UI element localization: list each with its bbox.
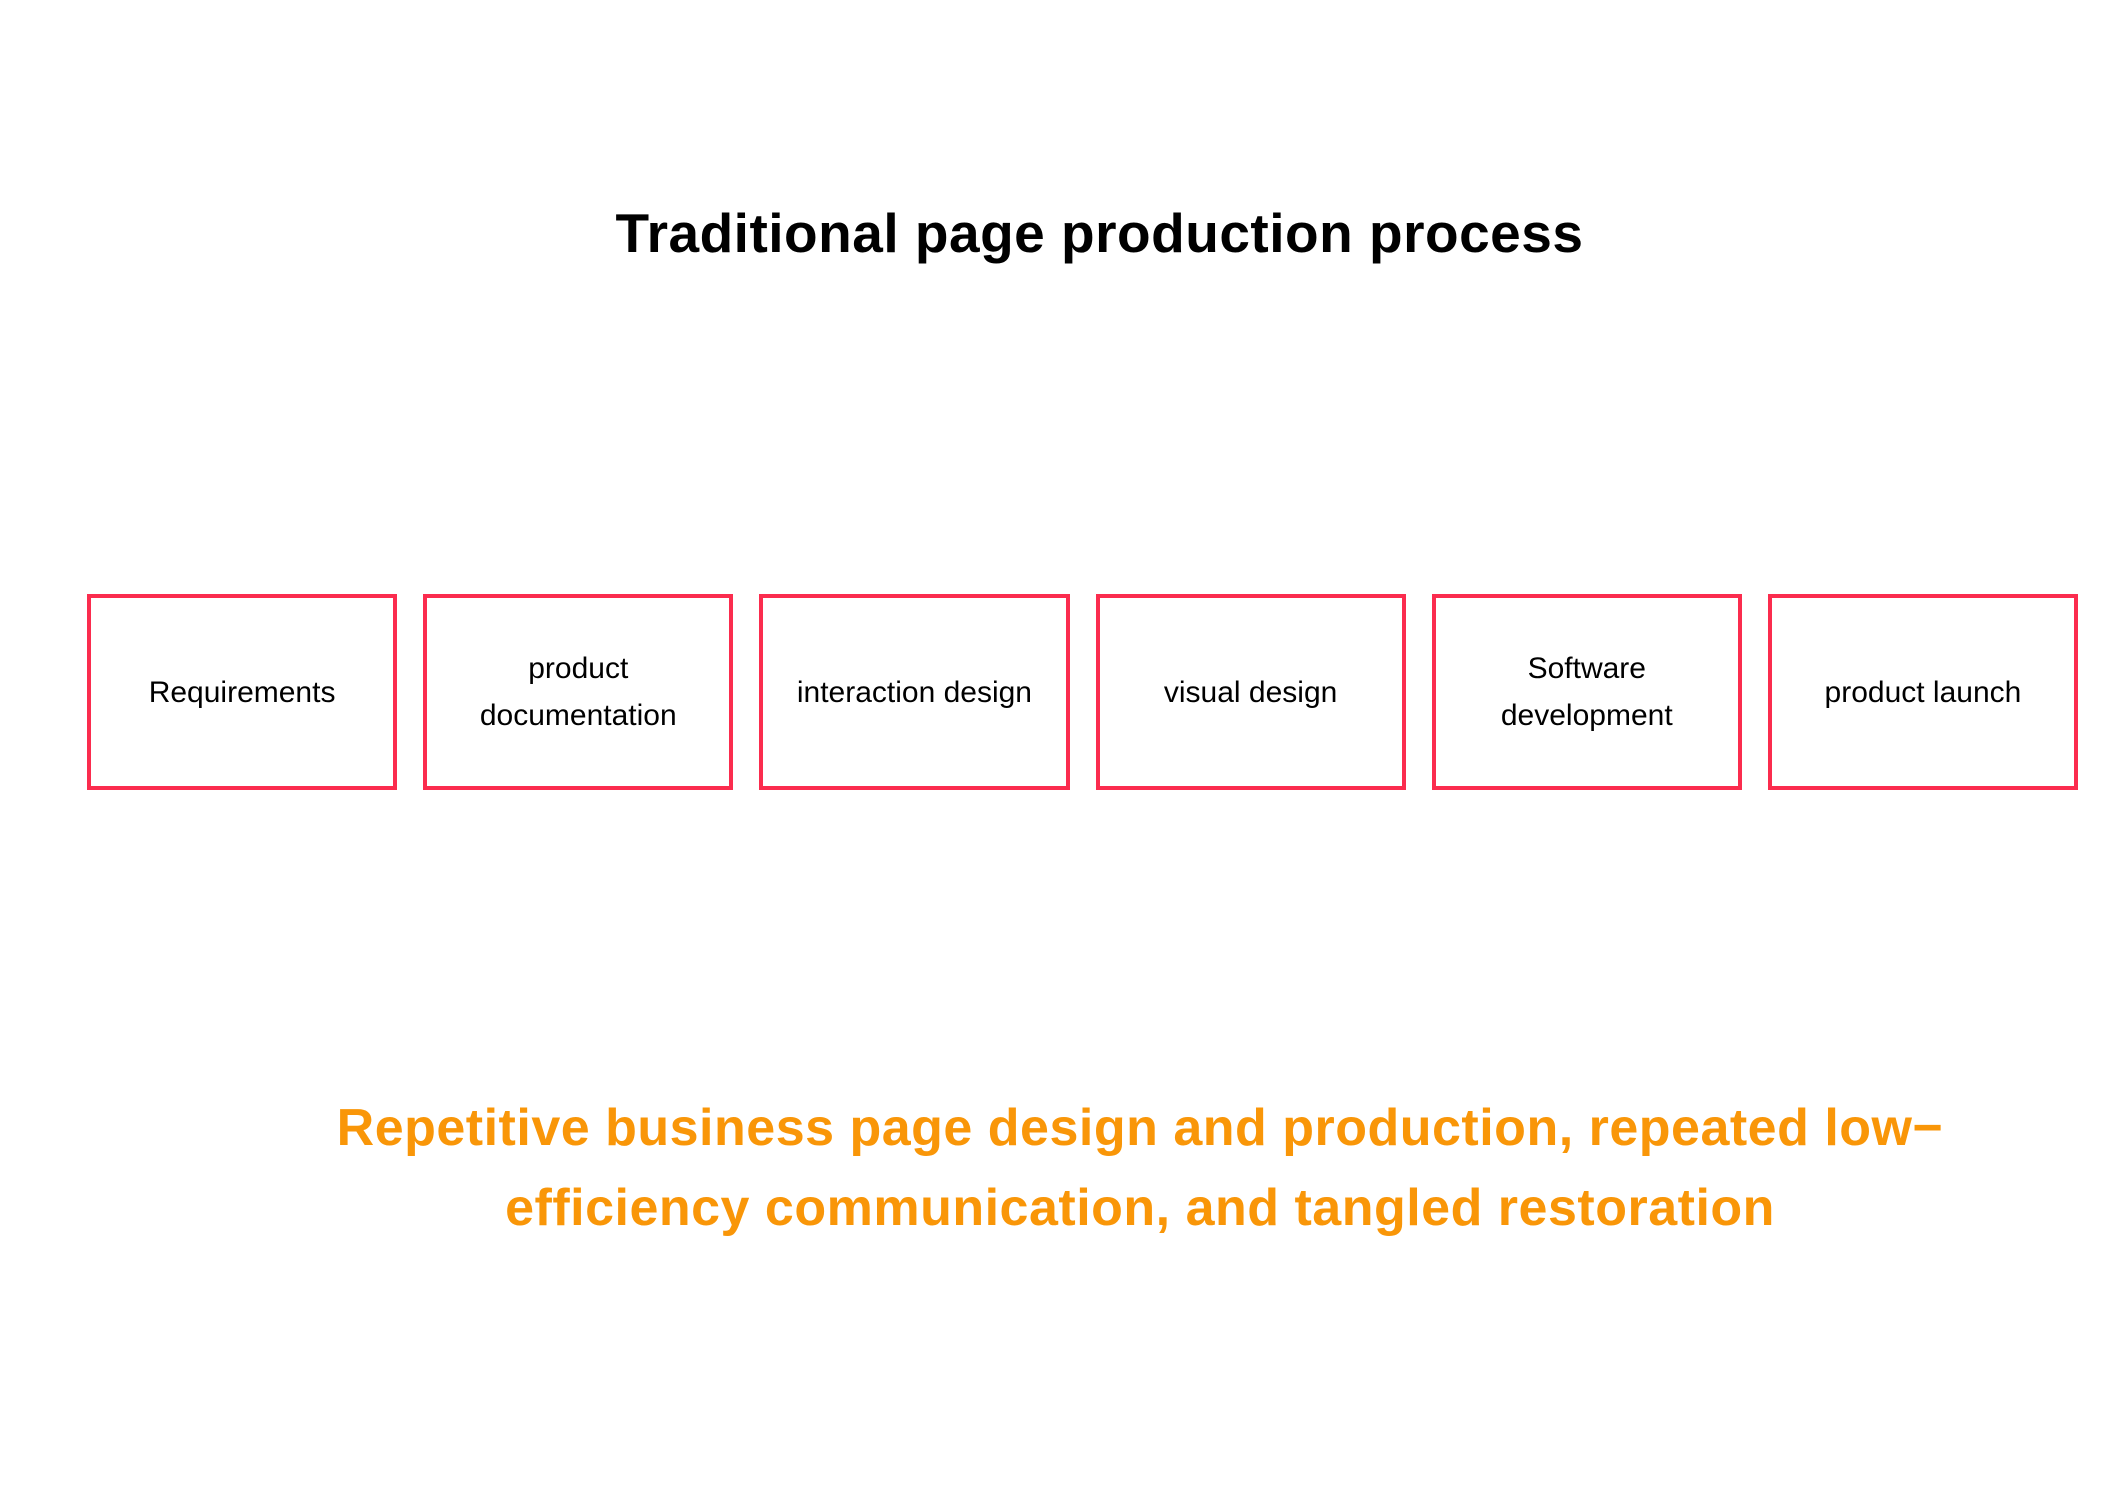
- diagram-title: Traditional page production process: [615, 202, 1584, 264]
- process-step-label: Software development: [1500, 652, 1673, 732]
- process-step-box: visual design: [1095, 594, 1406, 790]
- caption-line-2: efficiency communication, and tangled re…: [505, 1179, 1775, 1237]
- caption-line-1: Repetitive business page design and prod…: [336, 1099, 1944, 1157]
- process-step-label: Requirements: [148, 675, 336, 709]
- caption: Repetitive business page design and prod…: [260, 1088, 2020, 1248]
- process-step-box: Requirements: [87, 594, 398, 790]
- process-step-label: product launch: [1824, 675, 2022, 709]
- process-step-label: interaction design: [796, 675, 1032, 709]
- process-step-label: product documentation: [479, 652, 677, 732]
- process-row: Requirements product documentation interac…: [87, 594, 2079, 790]
- process-step-box: product launch: [1767, 594, 2079, 790]
- process-step-box: product documentation: [423, 594, 734, 790]
- process-step-box: Software development: [1431, 594, 1742, 790]
- process-step-box: interaction design: [759, 594, 1070, 790]
- process-step-label: visual design: [1163, 675, 1338, 709]
